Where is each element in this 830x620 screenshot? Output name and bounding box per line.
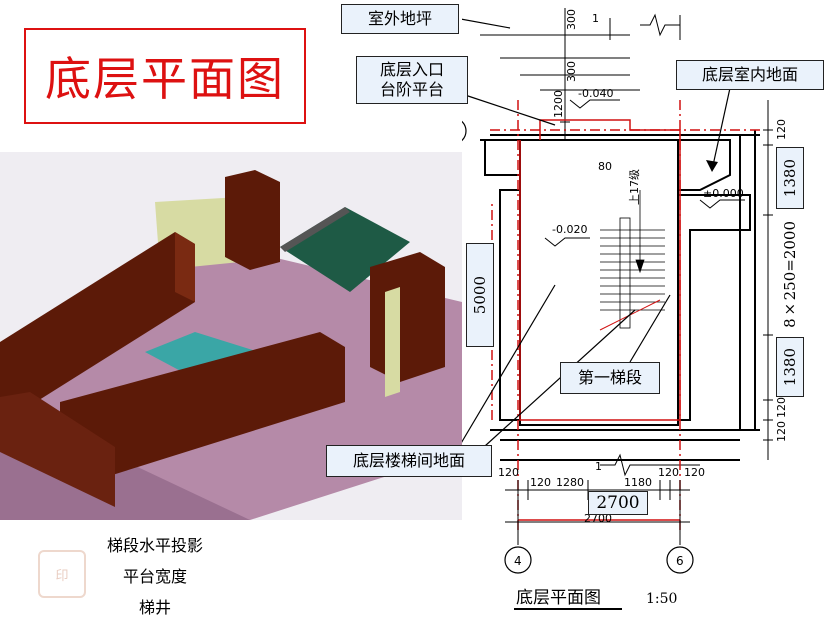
callout-entrance-line1: 底层入口	[379, 60, 444, 79]
callout-stair-floor: 底层楼梯间地面	[326, 445, 492, 477]
legend-stair-well: 梯井	[138, 598, 171, 617]
dim-1200: 1200	[552, 90, 565, 118]
drawing-scale: 1:50	[646, 591, 677, 607]
dim-2700-line: 2700	[584, 512, 612, 525]
page-title: 底层平面图	[45, 52, 285, 106]
dim-1280: 1280	[556, 476, 584, 489]
elev-stair: -0.020	[552, 223, 587, 236]
legend-flight-projection: 梯段水平投影	[106, 536, 203, 555]
page-title-box: 底层平面图	[24, 28, 306, 124]
dim-120-right-mid: 120	[775, 397, 788, 418]
dim-120-bottom-right2: 120	[684, 466, 705, 479]
dim-120-bottom-left: 120	[498, 466, 519, 479]
up-17-steps: 上17级	[628, 169, 641, 205]
callout-outdoor-ground: 室外地坪	[341, 4, 459, 34]
dim-box-depth-text: 5000	[471, 275, 489, 315]
callout-indoor-floor: 底层室内地面	[676, 60, 824, 90]
section-mark-bottom: 1	[595, 460, 602, 473]
callout-first-flight: 第一梯段	[560, 362, 660, 394]
section-mark-top: 1	[592, 12, 599, 25]
dim-120-bottom-left2: 120	[530, 476, 551, 489]
dim-1180: 1180	[624, 476, 652, 489]
dim-300-mid: 300	[565, 61, 578, 82]
watermark-seal: 印	[38, 550, 86, 598]
elev-entrance: -0.040	[578, 87, 613, 100]
elev-indoor: ±0.000	[703, 187, 744, 200]
dim-80: 80	[598, 160, 612, 173]
dim-box-top-landing-text: 1380	[781, 158, 799, 198]
dim-120-right-bottom: 120	[775, 421, 788, 442]
dim-box-flight: 8×250=2000	[776, 213, 804, 335]
dim-box-top-landing: 1380	[776, 147, 804, 209]
dim-300-top: 300	[565, 9, 578, 30]
dim-120-right-top: 120	[775, 119, 788, 140]
axis-6-label: 6	[676, 554, 684, 568]
dim-box-width: 2700	[588, 491, 648, 515]
callout-entrance-line2: 台阶平台	[379, 80, 444, 99]
dim-120-bottom-right: 120	[658, 466, 679, 479]
dim-box-flight-text: 8×250=2000	[781, 220, 799, 328]
dim-box-bottom-landing-text: 1380	[781, 347, 799, 387]
axis-4-label: 4	[514, 554, 522, 568]
drawing-caption: 底层平面图	[516, 588, 601, 608]
dim-box-depth: 5000	[466, 243, 494, 347]
floor-plan-drawing: G 4 6 -0.040 -0.020 ±0.000 300 300 1200 …	[462, 8, 788, 610]
legend-platform-width: 平台宽度	[122, 567, 187, 586]
callout-entrance-platform: 底层入口 台阶平台	[356, 56, 468, 104]
dim-box-bottom-landing: 1380	[776, 337, 804, 397]
